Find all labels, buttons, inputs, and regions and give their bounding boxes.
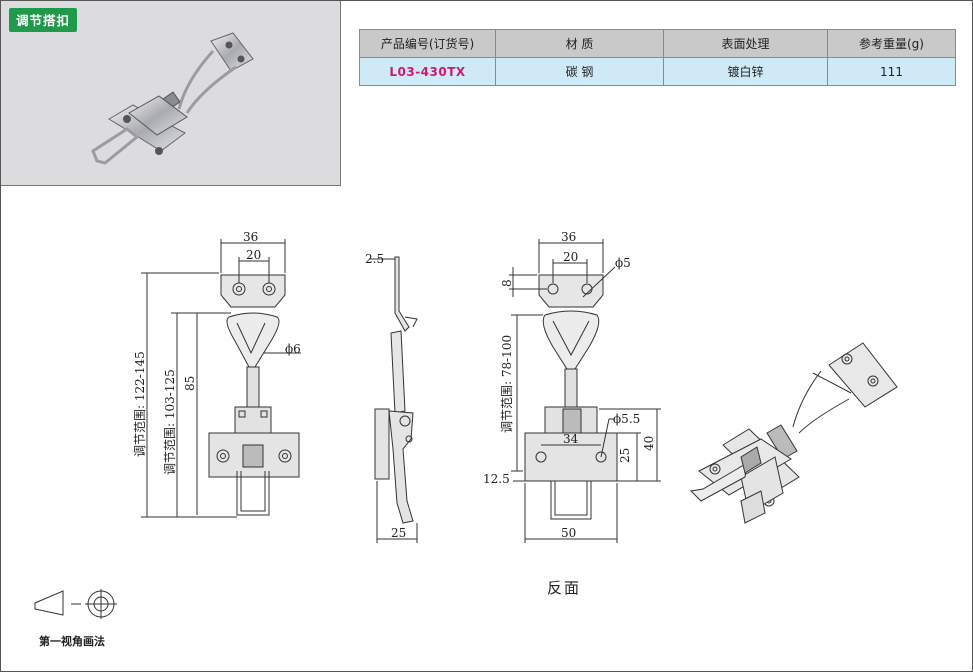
first-angle-projection-symbol (34, 589, 117, 619)
product-photo (91, 32, 254, 165)
rear-dim-phi5.5: ϕ5.5 (613, 412, 640, 426)
cell-surface-treatment: 镀白锌 (663, 57, 828, 86)
spec-table-row: L03-430TX 碳 钢 镀白锌 111 (359, 57, 956, 86)
isometric-view (689, 342, 898, 524)
rear-view (509, 239, 661, 543)
rear-dim-12.5: 12.5 (483, 472, 510, 486)
rear-dim-34: 34 (563, 432, 579, 446)
header-surface-treatment: 表面处理 (663, 29, 828, 58)
rear-dim-25: 25 (618, 448, 632, 463)
cell-part-number: L03-430TX (359, 57, 496, 86)
side-dim-25: 25 (391, 526, 406, 540)
front-dim-85: 85 (183, 376, 197, 391)
product-photo-panel (1, 1, 341, 186)
spec-table-header-row: 产品编号(订货号) 材 质 表面处理 参考重量(g) (359, 29, 956, 58)
rear-dim-range: 调节范围: 78-100 (500, 335, 514, 433)
front-view (141, 239, 301, 518)
cell-material: 碳 钢 (495, 57, 664, 86)
projection-method-label: 第一视角画法 (39, 635, 105, 648)
product-category-badge: 调节搭扣 (9, 8, 78, 32)
side-view (369, 256, 418, 543)
front-dim-range-inner: 调节范围: 103-125 (163, 369, 177, 475)
front-dim-36: 36 (243, 230, 258, 244)
rear-dim-20: 20 (563, 250, 578, 264)
spec-table: 产品编号(订货号) 材 质 表面处理 参考重量(g) L03-430TX 碳 钢… (359, 29, 956, 86)
rear-dim-36: 36 (561, 230, 576, 244)
header-weight: 参考重量(g) (827, 29, 956, 58)
front-dim-range-outer: 调节范围: 122-145 (133, 351, 147, 457)
rear-dim-40: 40 (642, 436, 656, 451)
rear-dim-8: 8 (500, 279, 514, 287)
side-dim-2.5: 2.5 (365, 252, 384, 266)
cell-weight: 111 (827, 57, 956, 86)
front-dim-20: 20 (246, 248, 261, 262)
front-dim-phi6: ϕ6 (285, 342, 301, 356)
rear-dim-50: 50 (561, 526, 576, 540)
rear-dim-phi5: ϕ5 (615, 256, 631, 270)
reverse-side-label: 反面 (547, 579, 582, 597)
